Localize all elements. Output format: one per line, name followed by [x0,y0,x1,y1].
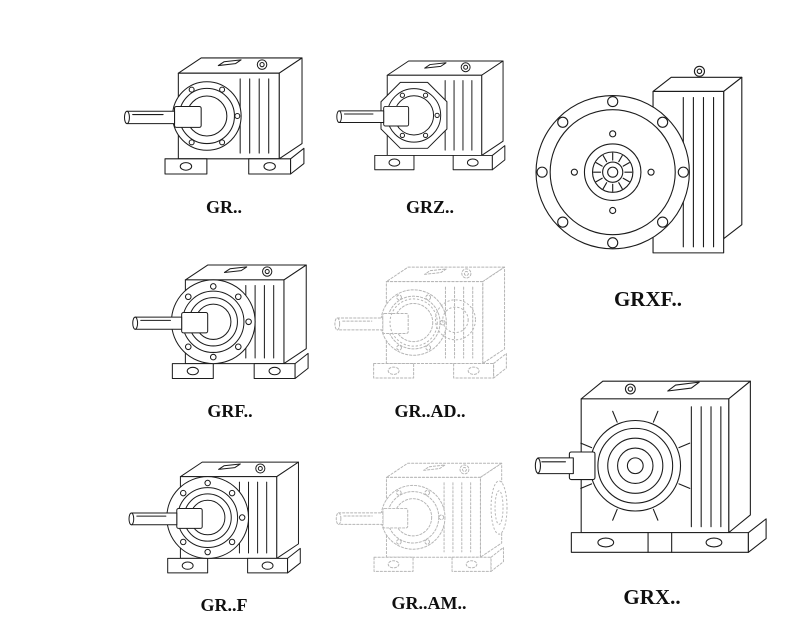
figure-label-gr-am: GR..AM.. [391,593,467,613]
gearbox-drawing-gr-f [118,424,330,592]
figure-label-grxf: GRXF.. [613,287,683,311]
gearbox-drawing-grx [532,318,772,584]
gearbox-drawing-gr-ad [330,228,530,398]
phantom-gear-circle [442,306,469,334]
motor-adapter-flange-inner [494,490,504,525]
figure-label-gr-ad: GR..AD.. [394,401,466,421]
figure-gr: GR.. [118,18,330,222]
figure-label-gr-f: GR..F [200,595,248,615]
figure-label-gr: GR.. [206,197,242,217]
figure-gr-ad: GR..AD.. [330,228,530,426]
phantom-gear-circle [389,298,438,347]
figure-grx: GRX.. [532,318,772,612]
figure-grz: GRZ.. [332,18,528,222]
gearbox-drawing-grz [332,18,528,194]
figure-label-grx: GRX.. [623,585,681,609]
figure-grxf: GRXF.. [532,18,764,314]
figure-label-grz: GRZ.. [405,197,454,217]
figure-label-grf: GRF.. [207,401,253,421]
gearbox-drawing-grf [124,226,336,398]
gearbox-drawing-gr-am [328,426,508,590]
gearbox-drawing-grxf [532,18,764,286]
figure-grf: GRF.. [124,226,336,426]
phantom-gear-circle [434,299,476,341]
figure-gr-f: GR..F [118,424,330,620]
figure-gr-am: GR..AM.. [328,426,530,618]
gearbox-drawing-gr [118,18,330,194]
